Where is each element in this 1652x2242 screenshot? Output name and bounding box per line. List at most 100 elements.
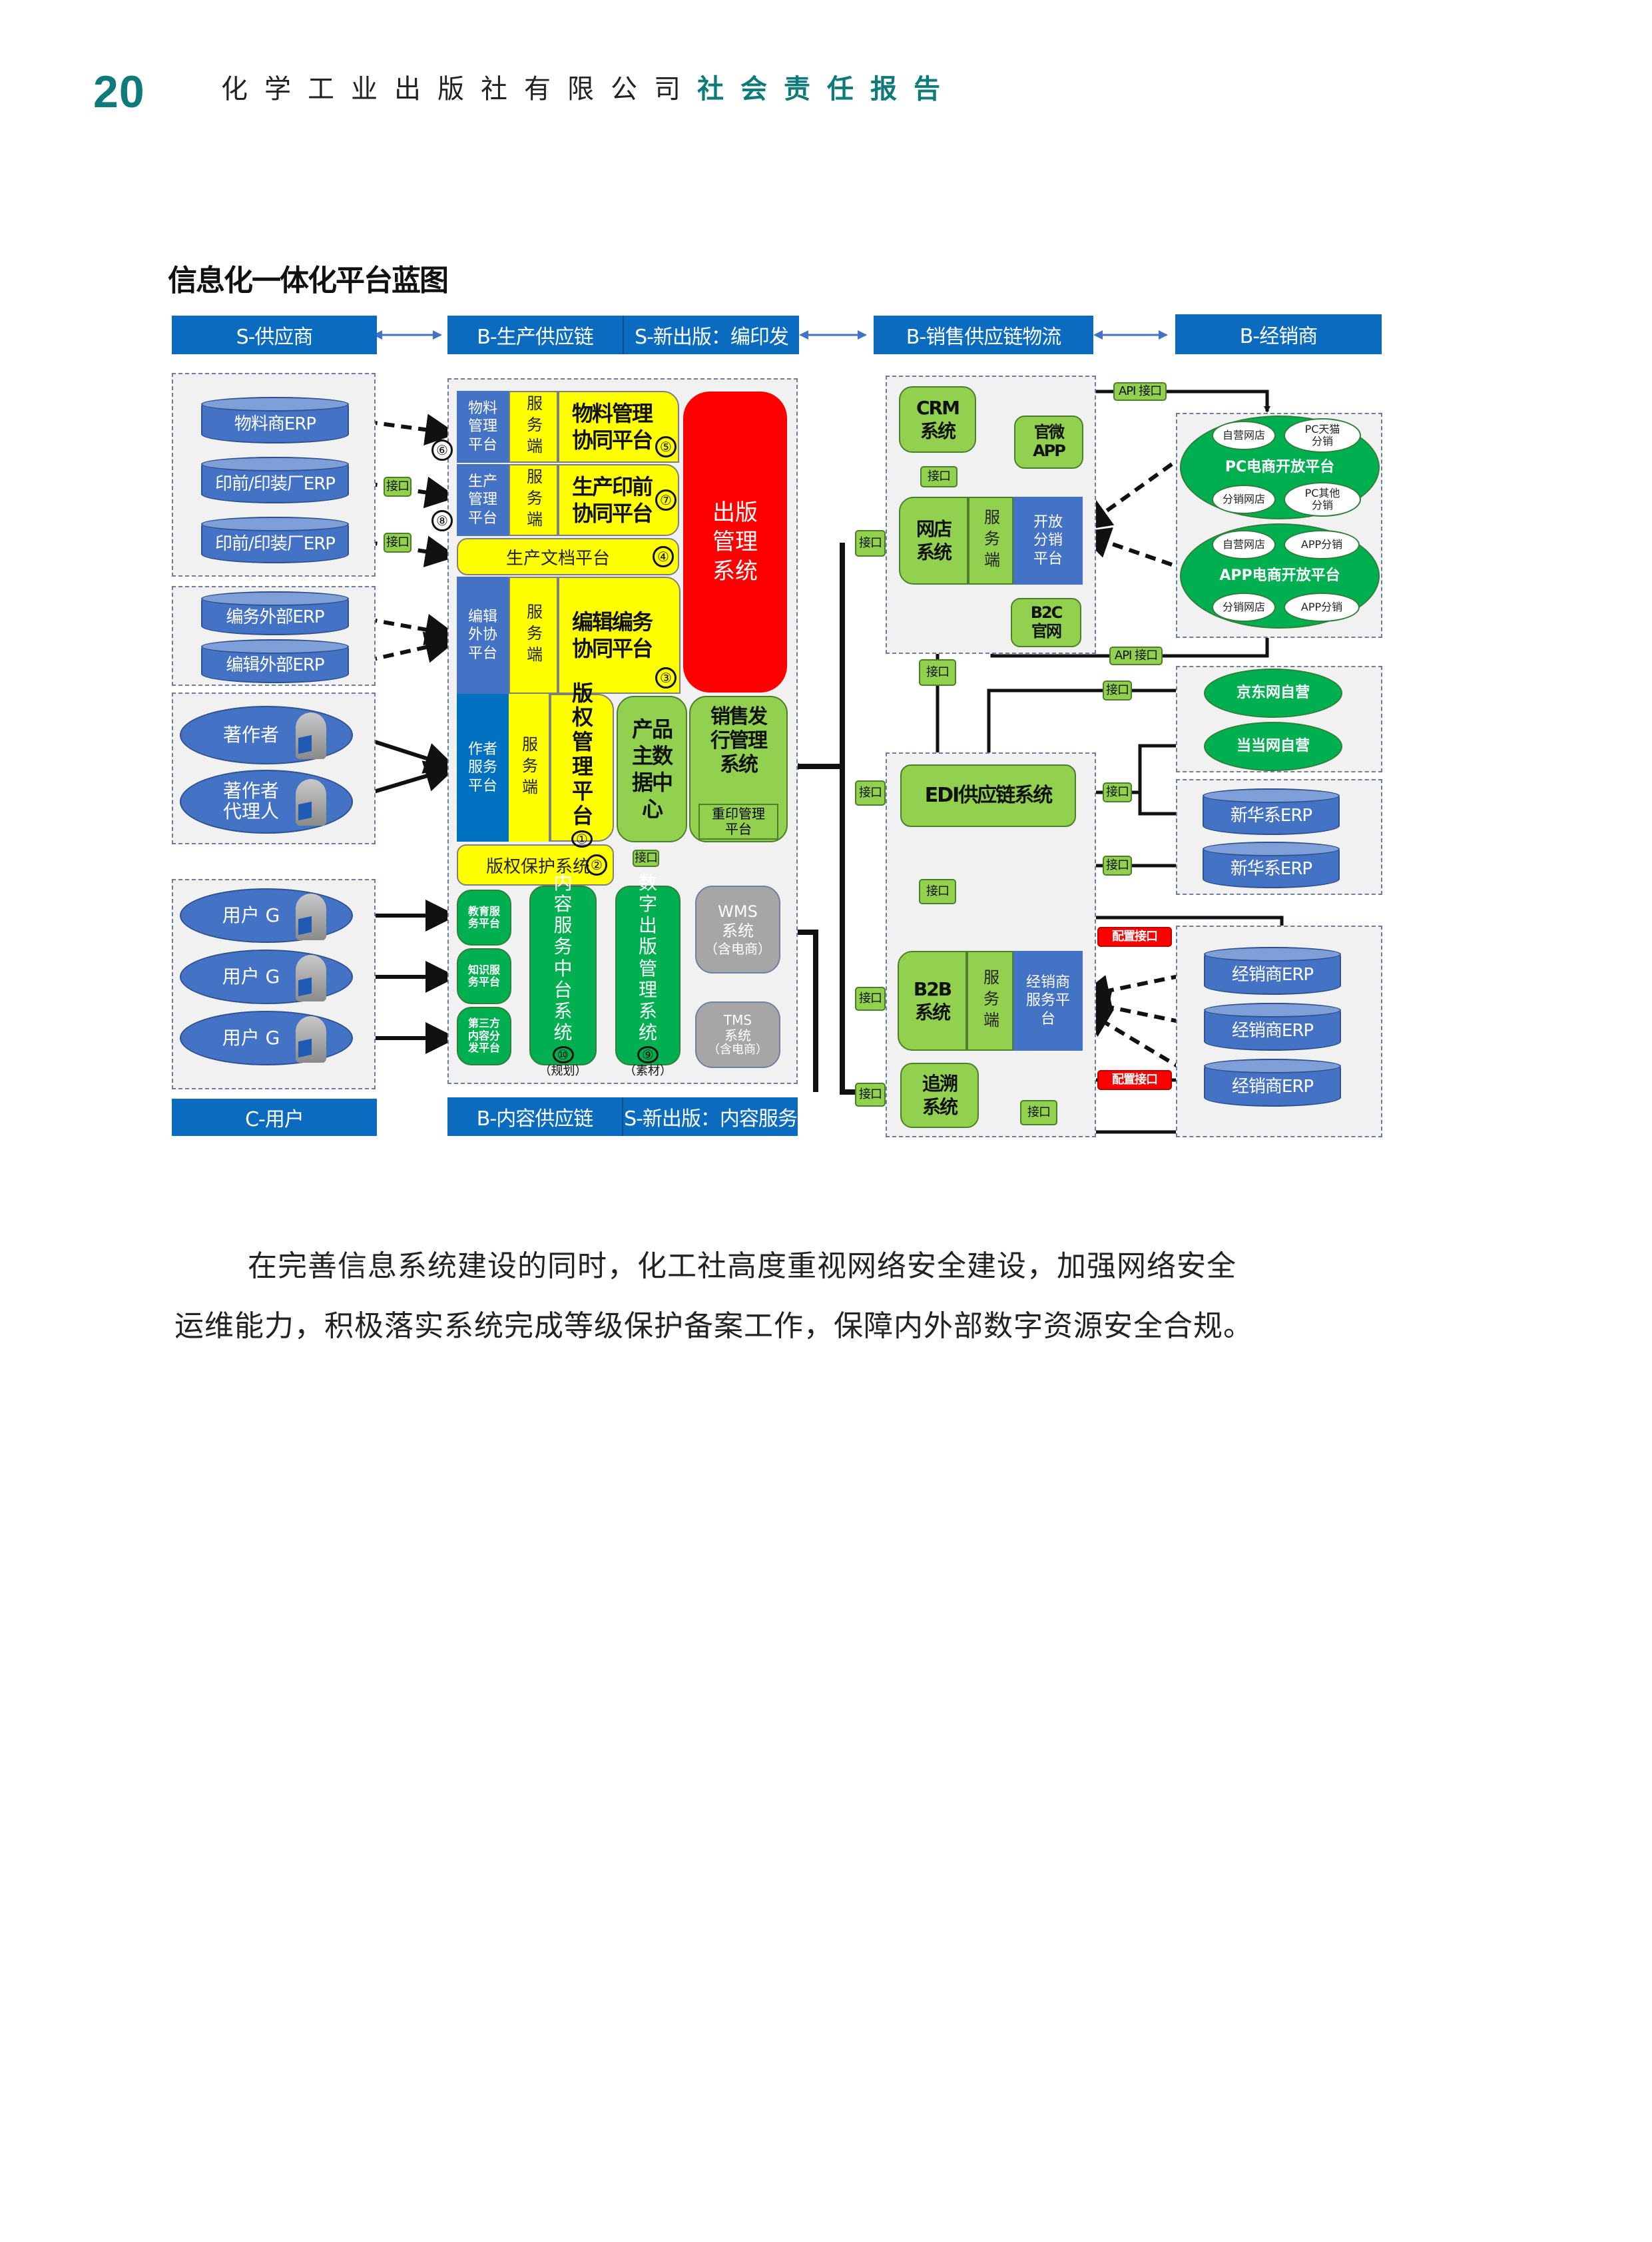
tms-name: TMS xyxy=(723,1011,752,1028)
jd-self-operated: 京东网自营 xyxy=(1204,669,1342,718)
interface-tag: 接口 xyxy=(1103,782,1132,802)
material-side-platform: 物料管理平台 xyxy=(457,391,509,463)
wms-sub: （含电商） xyxy=(704,940,771,957)
dealer-erp: 经销商ERP xyxy=(1204,1003,1341,1051)
person-icon xyxy=(296,1016,326,1063)
interface-tag: 接口 xyxy=(855,530,886,557)
header-production-chain: B-生产供应链 xyxy=(477,326,593,349)
edi-label: EDI供应链系统 xyxy=(924,784,1053,808)
erp-label: 新华系ERP xyxy=(1230,859,1312,879)
api-interface-tag: API 接口 xyxy=(1109,647,1163,665)
tms-sub: （含电商） xyxy=(708,1042,768,1057)
report-title: 社会责任报告 xyxy=(697,74,957,105)
dealer-erp: 经销商ERP xyxy=(1204,1059,1341,1107)
pc-tmall-distribution: PC天猫分销 xyxy=(1284,418,1361,453)
header-production: B-生产供应链 S-新出版：编印发 xyxy=(447,316,799,354)
copyright-mgmt-label: 版权管理平台 xyxy=(571,680,593,828)
edu-service-platform: 教育服务平台 xyxy=(457,890,511,946)
header-distributor: B-经销商 xyxy=(1175,314,1382,354)
erp-cylinder: 编务外部ERP xyxy=(201,591,349,635)
digital-publishing-system: 数字出版管理系统 ⑨ （素材） xyxy=(615,872,681,1078)
number-badge: ⑩ xyxy=(552,1046,574,1064)
copyright-mgmt-platform: 版权管理平台 ① xyxy=(550,681,614,848)
erp-cylinder: 物料商ERP xyxy=(201,397,349,443)
service-end: 服务端 xyxy=(509,577,558,694)
erp-label: 印前/印装厂ERP xyxy=(215,474,336,494)
sales-issue-label: 销售发行管理系统 xyxy=(710,705,768,776)
number-badge: ⑨ xyxy=(637,1046,659,1064)
author-agent-node: 著作者代理人 xyxy=(180,770,353,834)
dealer-erp: 经销商ERP xyxy=(1204,947,1341,995)
material-side-label: 物料管理平台 xyxy=(467,400,497,453)
editorial-side-label: 编辑外协平台 xyxy=(467,608,497,662)
self-store: 自营网店 xyxy=(1212,530,1276,559)
author-side-label: 作者服务平台 xyxy=(467,740,497,794)
b2c-site: B2C官网 xyxy=(1011,598,1081,647)
xinhua-erp: 新华系ERP xyxy=(1203,842,1340,888)
number-badge: ④ xyxy=(653,546,674,567)
wms-system: WMS 系统 （含电商） xyxy=(695,886,780,974)
production-side-label: 生产管理平台 xyxy=(467,473,497,527)
b2c-label: B2C官网 xyxy=(1030,603,1063,641)
material-collab-label: 物料管理协同平台 xyxy=(571,401,653,453)
config-interface-tag: 配置接口 xyxy=(1097,1070,1172,1090)
product-master-data-label: 产品主数据中心 xyxy=(631,716,673,822)
header-new-publishing-content: S-新出版：内容服务 xyxy=(622,1097,798,1136)
editorial-collab-label: 编辑编务协同平台 xyxy=(571,609,653,661)
user-label: 用户 G xyxy=(222,1026,280,1049)
app-distribution: APP分销 xyxy=(1284,530,1360,559)
sales-issue-system: 销售发行管理系统 重印管理平台 xyxy=(689,696,788,842)
wechat-app-label: 官微APP xyxy=(1033,423,1066,460)
header-content-chain: B-内容供应链 xyxy=(476,1107,593,1131)
service-end: 服务端 xyxy=(509,464,558,536)
person-icon xyxy=(296,894,326,940)
person-icon xyxy=(296,955,326,1001)
editorial-side-platform: 编辑外协平台 xyxy=(457,577,509,694)
author-side-platform: 作者服务平台 xyxy=(457,694,509,842)
crm-system: CRM系统 xyxy=(899,386,976,453)
number-badge: ② xyxy=(586,854,607,876)
config-interface-tag: 配置接口 xyxy=(1097,927,1172,947)
third-party-label: 第三方内容分发平台 xyxy=(467,1017,500,1055)
wms-system-label: 系统 xyxy=(722,922,754,940)
publisher-name: 化学工业出版社有限公司 xyxy=(221,74,697,105)
interface-tag: 接口 xyxy=(855,1083,886,1107)
header-content: B-内容供应链 S-新出版：内容服务 xyxy=(447,1097,798,1136)
diagram-title: 信息化一体化平台蓝图 xyxy=(168,264,449,298)
header-user: C-用户 xyxy=(172,1099,377,1136)
product-master-data-center: 产品主数据中心 xyxy=(617,696,687,842)
open-distribution-label: 开放分销平台 xyxy=(1033,513,1063,567)
erp-label: 经销商ERP xyxy=(1231,965,1314,985)
b2b-label: B2B系统 xyxy=(913,978,952,1023)
erp-cylinder: 印前/印装厂ERP xyxy=(201,457,349,503)
reprint-label: 重印管理平台 xyxy=(712,806,765,837)
xinhua-erp: 新华系ERP xyxy=(1203,788,1340,835)
interface-tag: 接口 xyxy=(1020,1100,1057,1125)
interface-tag: 接口 xyxy=(855,987,886,1011)
pc-other-distribution: PC其他分销 xyxy=(1284,482,1361,517)
user-label: 用户 G xyxy=(222,965,280,987)
prepress-collab-label: 生产印前协同平台 xyxy=(571,474,653,526)
online-store-system: 网店系统 xyxy=(899,497,968,585)
interface-tag: 接口 xyxy=(384,477,412,497)
pc-platform-label: PC电商开放平台 xyxy=(1225,459,1335,475)
third-party-platform: 第三方内容分发平台 xyxy=(457,1007,511,1065)
publishing-mgmt-label: 出版管理系统 xyxy=(712,499,758,585)
interface-tag: 接口 xyxy=(1103,856,1132,876)
publishing-mgmt-system: 出版管理系统 xyxy=(683,392,787,693)
service-end: 服务端 xyxy=(967,951,1013,1051)
distribution-store: 分销网店 xyxy=(1212,593,1276,622)
content-middle-platform: 内容服务中台系统 ⑩ （规划） xyxy=(529,872,597,1078)
tms-system: TMS 系统 （含电商） xyxy=(695,1001,780,1068)
material-collab-platform: 物料管理协同平台 ⑤ xyxy=(558,391,679,463)
copyright-protection-label: 版权保护系统 xyxy=(486,856,591,877)
number-badge: ③ xyxy=(655,667,677,689)
crm-label: CRM系统 xyxy=(916,397,960,442)
person-icon xyxy=(296,712,326,759)
app-distribution: APP分销 xyxy=(1284,593,1360,622)
b2b-system: B2B系统 xyxy=(898,951,967,1051)
dangdang-self-operated: 当当网自营 xyxy=(1204,722,1342,771)
erp-label: 编务外部ERP xyxy=(226,607,324,627)
user-label: 用户 G xyxy=(222,904,280,926)
dealer-service-platform: 经销商服务平台 xyxy=(1013,951,1083,1051)
